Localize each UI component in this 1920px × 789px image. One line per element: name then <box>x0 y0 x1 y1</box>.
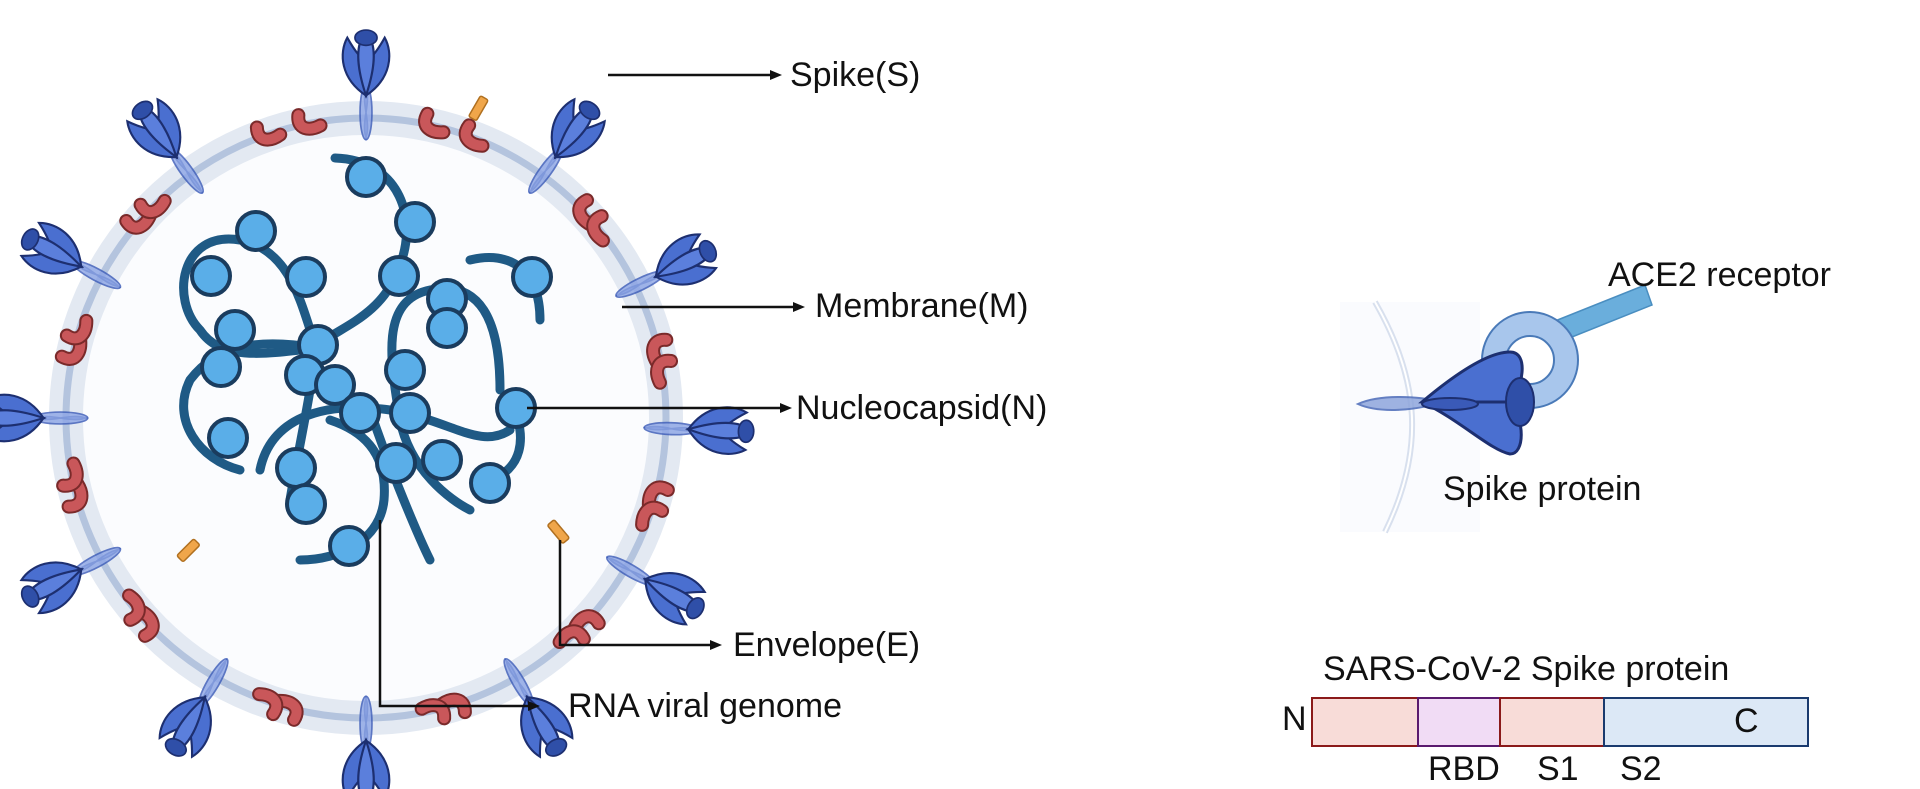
nucleocapsid-bead <box>426 307 468 349</box>
spike-label: Spike(S) <box>790 56 921 94</box>
domain-segment-rbd <box>1417 697 1501 747</box>
spike-protein-label: Spike protein <box>1443 470 1642 508</box>
nucleocapsid-bead <box>378 255 420 297</box>
envelope-callout-line <box>558 540 710 647</box>
nucleocapsid-bead <box>421 439 463 481</box>
nucleocapsid-beads <box>190 156 553 567</box>
c-terminus-label: C <box>1734 702 1759 740</box>
nucleocapsid-bead <box>285 256 327 298</box>
nucleocapsid-bead <box>275 447 317 489</box>
nucleocapsid-bead <box>345 156 387 198</box>
domain-segment-s1-n <box>1311 697 1419 747</box>
envelope-proteins <box>176 95 570 562</box>
rbd-label: RBD <box>1428 750 1500 788</box>
nucleocapsid-bead <box>384 349 426 391</box>
nucleocapsid-label: Nucleocapsid(N) <box>796 389 1048 427</box>
nucleocapsid-bead <box>235 210 277 252</box>
domain-segment-s1 <box>1499 697 1605 747</box>
s2-label: S2 <box>1620 750 1662 788</box>
nucleocapsid-bead <box>511 256 553 298</box>
nucleocapsid-bead <box>328 525 370 567</box>
rna-callout-line <box>378 520 528 708</box>
nucleocapsid-bead <box>375 442 417 484</box>
rna-genome-label: RNA viral genome <box>568 687 843 725</box>
envelope-protein <box>547 519 570 544</box>
n-terminus-label: N <box>1282 700 1307 738</box>
ace2-binding-illustration <box>1340 284 1653 534</box>
nucleocapsid-bead <box>214 309 256 351</box>
callout-lines <box>378 70 805 711</box>
envelope-protein <box>468 95 489 121</box>
nucleocapsid-bead <box>339 392 381 434</box>
ace2-receptor-label: ACE2 receptor <box>1608 256 1831 294</box>
nucleocapsid-bead <box>469 462 511 504</box>
membrane-label: Membrane(M) <box>815 287 1029 325</box>
domain-segment-s2 <box>1603 697 1809 747</box>
nucleocapsid-bead <box>314 364 356 406</box>
envelope-label: Envelope(E) <box>733 626 921 664</box>
nucleocapsid-bead <box>394 201 436 243</box>
nucleocapsid-bead <box>285 483 327 525</box>
nucleocapsid-bead <box>200 346 242 388</box>
spike-domain-map <box>1311 697 1809 747</box>
envelope-protein <box>176 538 200 562</box>
nucleocapsid-bead <box>190 255 232 297</box>
nucleocapsid-bead <box>207 417 249 459</box>
s1-label: S1 <box>1537 750 1579 788</box>
domain-map-title: SARS-CoV-2 Spike protein <box>1323 650 1730 688</box>
nucleocapsid-bead <box>389 392 431 434</box>
